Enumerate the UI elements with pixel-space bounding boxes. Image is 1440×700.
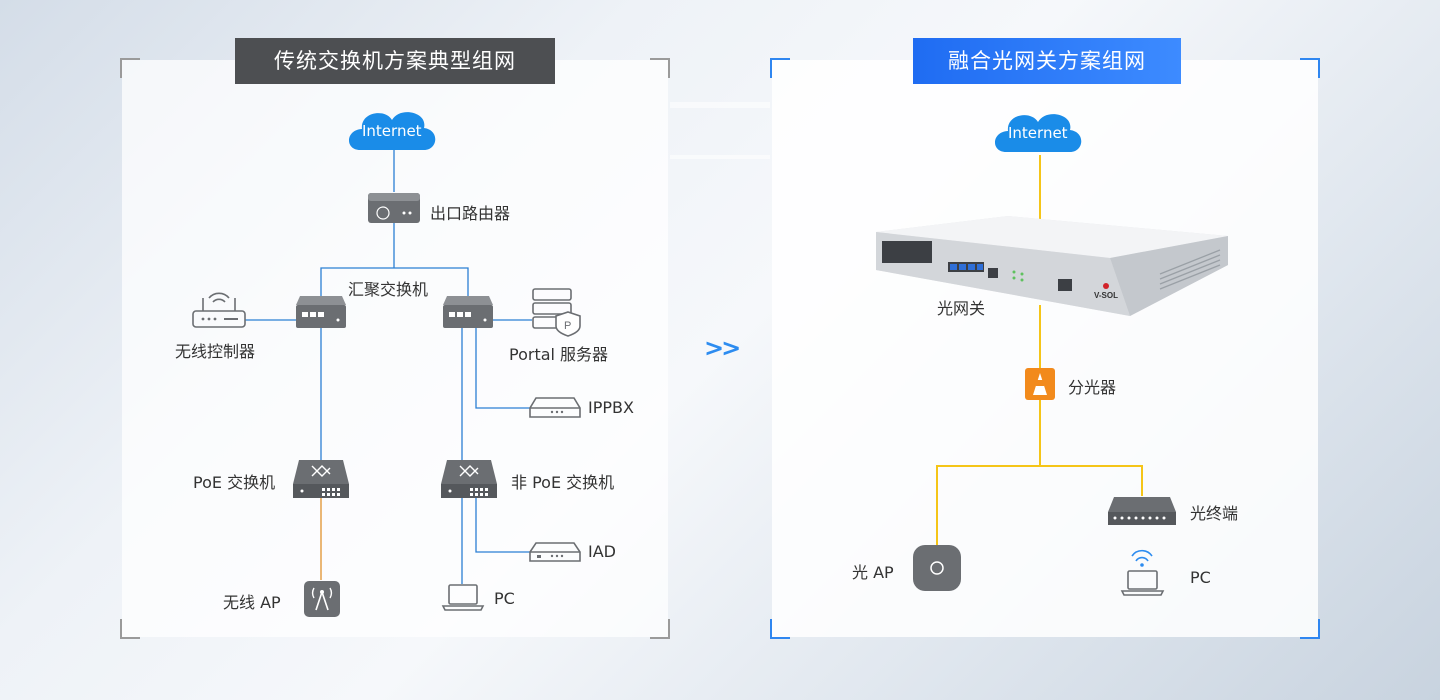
optical-gateway-device: [876, 216, 1228, 316]
non-poe-switch-icon: [441, 460, 497, 498]
panel-corner: [650, 619, 670, 639]
laptop-icon: [441, 584, 485, 611]
panel-corner: [770, 58, 790, 78]
optical-ap-label: 光 AP: [852, 563, 894, 582]
server-icon: [532, 288, 581, 337]
non-poe-switch-label: 非 PoE 交换机: [511, 473, 615, 492]
panel-corner: [1300, 619, 1320, 639]
wireless-controller-icon: [192, 292, 246, 328]
agg-switch-label: 汇聚交换机: [348, 280, 429, 299]
splitter-label: 分光器: [1068, 378, 1117, 397]
panel-corner: [120, 619, 140, 639]
wireless-ap-label: 无线 AP: [223, 593, 281, 612]
right-panel-title: 融合光网关方案组网: [913, 38, 1181, 84]
ippbx-icon: [529, 397, 581, 418]
poe-switch-label: PoE 交换机: [193, 473, 276, 492]
left-panel: [122, 60, 668, 637]
device-brand: V-SOL: [1094, 291, 1118, 300]
router-icon: [368, 193, 420, 223]
optical-terminal-icon: [1108, 497, 1176, 525]
ippbx-label: IPPBX: [588, 398, 634, 417]
panel-corner: [120, 58, 140, 78]
left-connection-lines: [245, 150, 532, 584]
wifi-dot: [1140, 563, 1144, 567]
svg-text:P: P: [564, 320, 571, 332]
panel-corner: [650, 58, 670, 78]
transition-arrow: >>: [704, 334, 741, 362]
background-streak: [670, 102, 770, 108]
left-pc-label: PC: [494, 589, 515, 608]
portal-server-label: Portal 服务器: [509, 345, 609, 364]
laptop-icon: [1120, 570, 1165, 596]
switch-icon: [443, 296, 493, 328]
splitter-icon: [1025, 368, 1055, 400]
right-connection-lines: [936, 155, 1143, 545]
gateway-label: 光网关: [937, 299, 986, 318]
right-panel: [772, 60, 1318, 637]
iad-label: IAD: [588, 542, 616, 561]
panel-corner: [1300, 58, 1320, 78]
left-internet-label: Internet: [362, 122, 422, 140]
cloud-icon: [348, 112, 436, 150]
optical-ap-icon: [913, 545, 961, 591]
poe-switch-icon: [293, 460, 349, 498]
right-internet-label: Internet: [1008, 124, 1068, 142]
wireless-ap-icon: [304, 581, 340, 617]
right-pc-label: PC: [1190, 568, 1211, 587]
left-panel-title: 传统交换机方案典型组网: [235, 38, 555, 84]
background-streak: [670, 155, 770, 159]
wireless-controller-label: 无线控制器: [175, 342, 256, 361]
panel-corner: [770, 619, 790, 639]
switch-icon: [296, 296, 346, 328]
router-label: 出口路由器: [430, 204, 511, 223]
cloud-icon: [994, 114, 1082, 152]
optical-terminal-label: 光终端: [1190, 504, 1239, 523]
iad-icon: [529, 542, 581, 562]
wifi-icon: [1131, 549, 1153, 562]
